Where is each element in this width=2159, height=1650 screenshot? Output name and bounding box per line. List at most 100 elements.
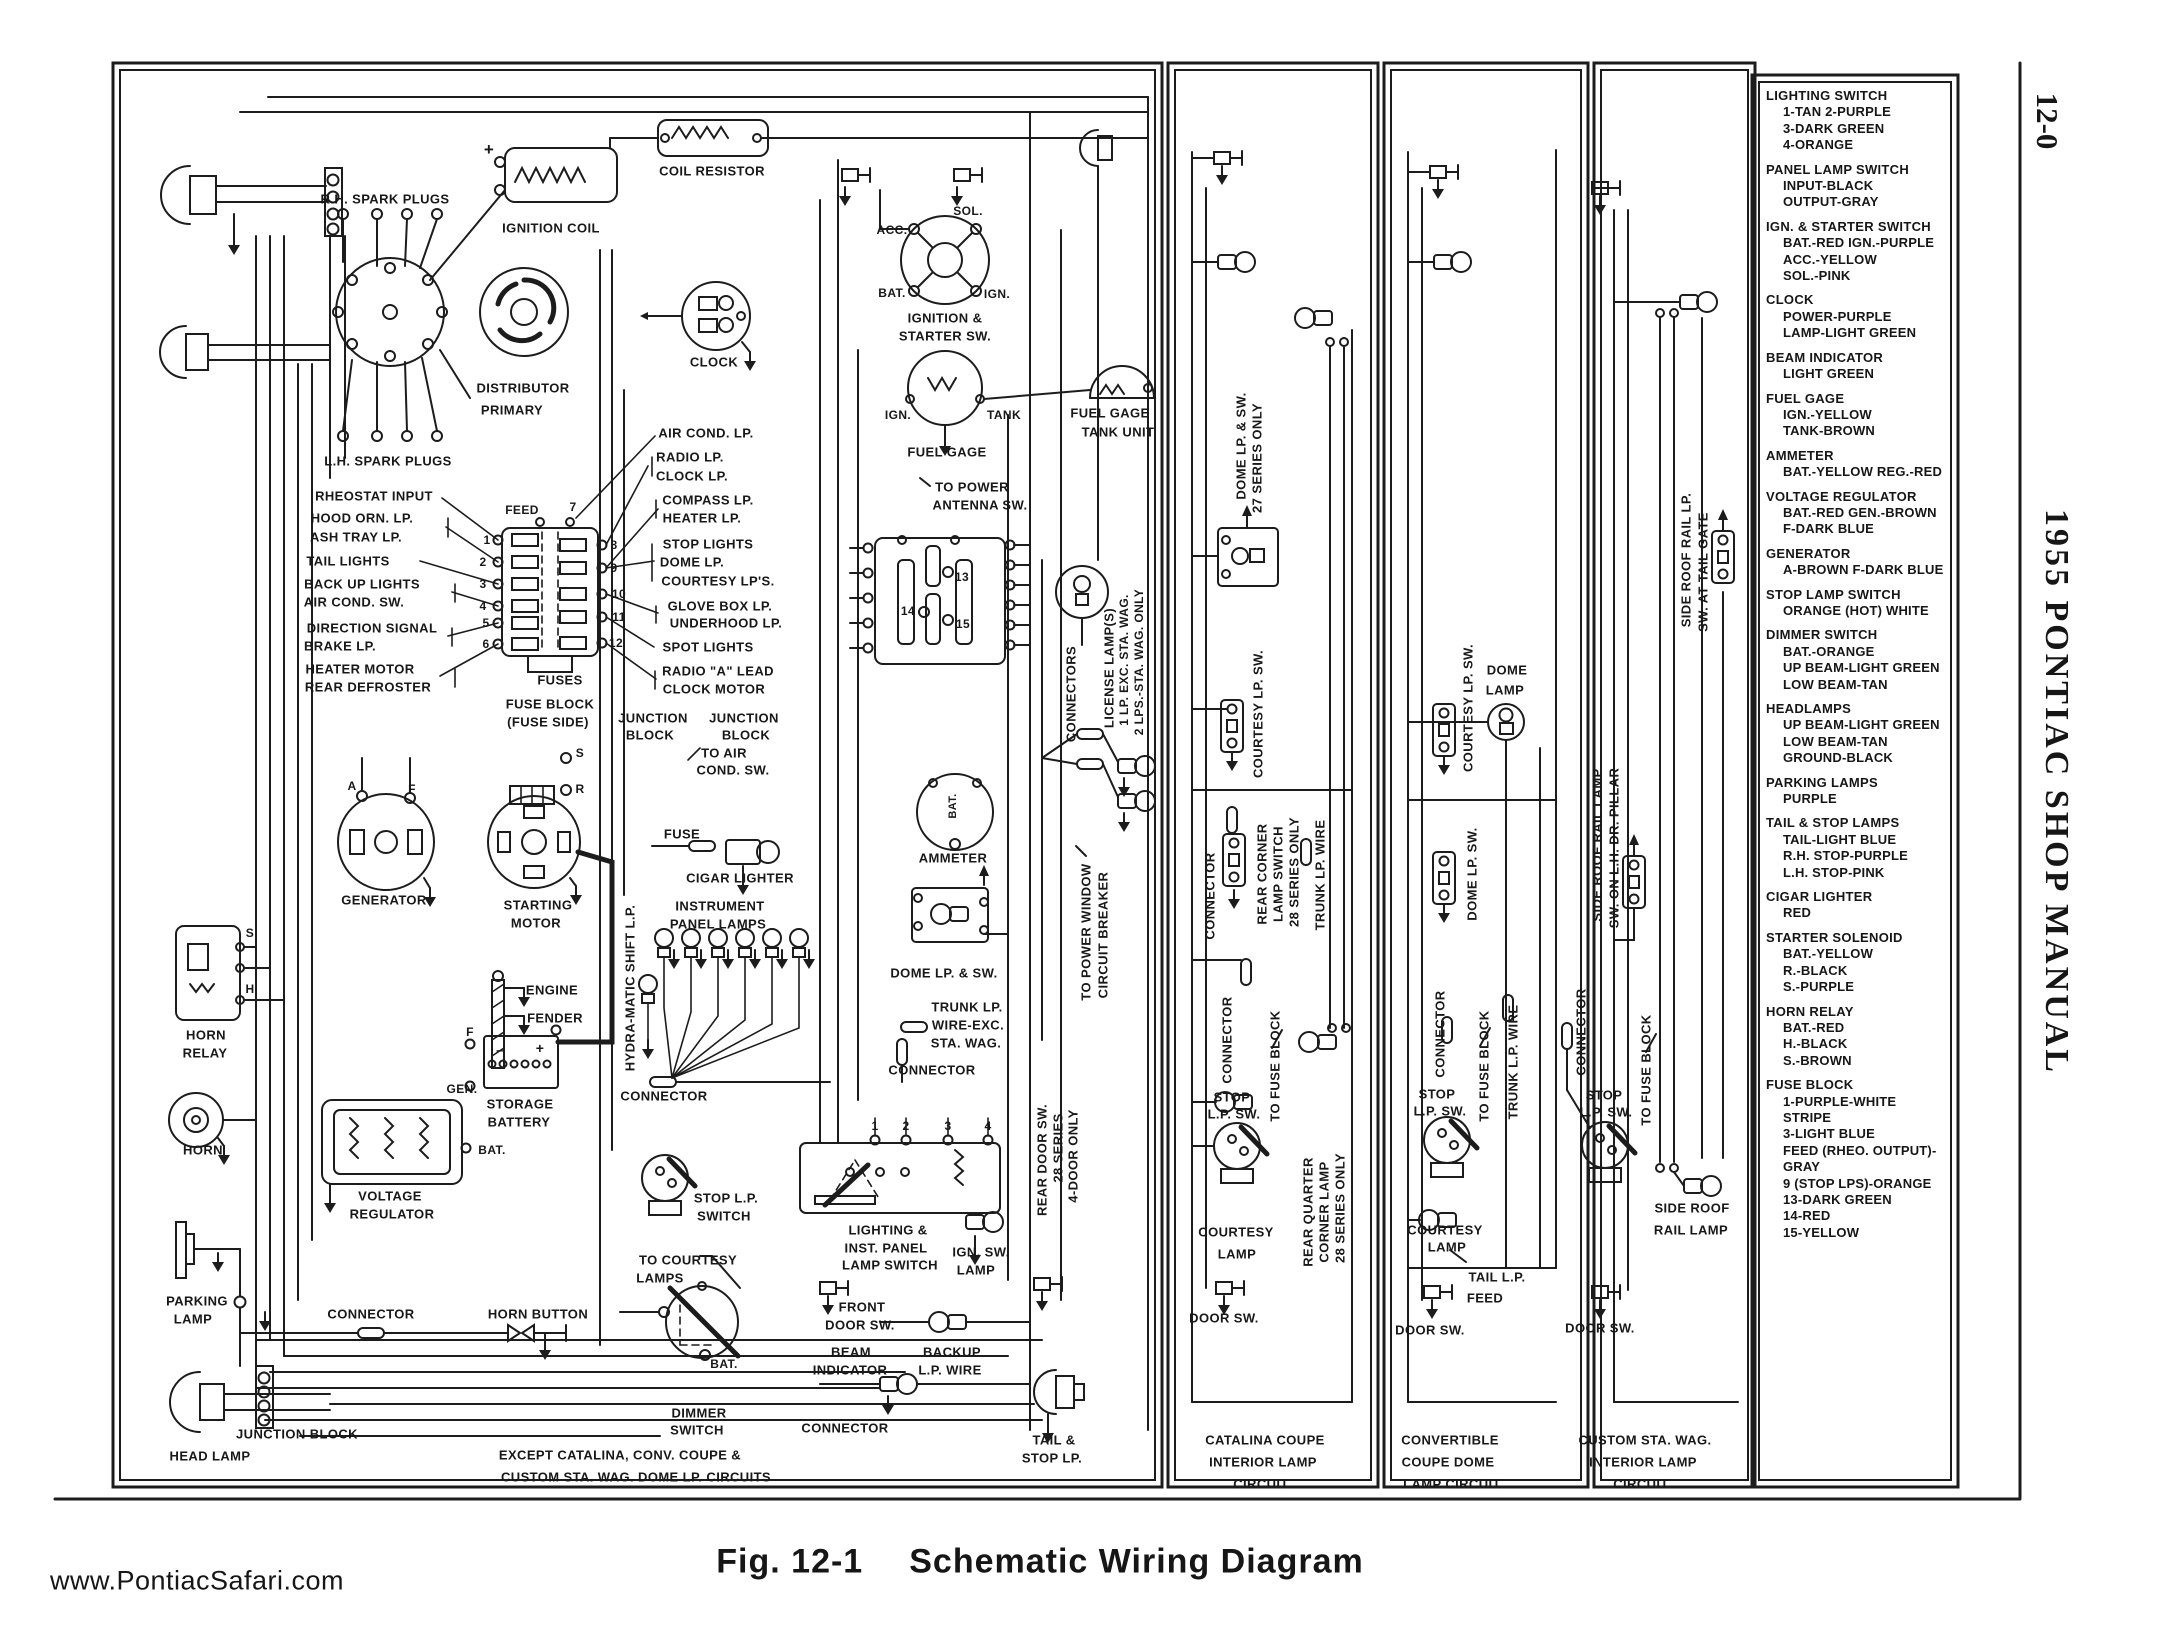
label-c2-tail-2: FEED: [1466, 1290, 1504, 1306]
label-hood-orn: HOOD ORN. LP.: [310, 510, 414, 526]
label-horn-relay-2: RELAY: [182, 1045, 228, 1061]
legend-group: PARKING LAMPS PURPLE: [1766, 775, 1948, 808]
legend-line: A-BROWN F-DARK BLUE: [1783, 562, 1944, 578]
legend-group-title: CLOCK: [1766, 292, 1814, 308]
label-c2-connector: CONNECTOR: [1432, 990, 1448, 1078]
label-vr-f: F: [466, 1025, 474, 1039]
label-gen-label: GEN.: [446, 1082, 478, 1096]
label-ash-tray: ASH TRAY LP.: [310, 529, 402, 545]
label-c1-stop-2: L.P. SW.: [1207, 1106, 1261, 1122]
label-head-lamp: HEAD LAMP: [169, 1448, 251, 1464]
label-f6: 6: [482, 637, 490, 651]
page-number: 12-0: [2030, 92, 2065, 150]
label-fender: FENDER: [527, 1010, 583, 1026]
legend-line: RED: [1783, 905, 1812, 921]
label-c1-rear-corner-2: LAMP SWITCH: [1270, 826, 1286, 922]
label-c1-to-fuse: TO FUSE BLOCK: [1267, 1010, 1283, 1122]
label-f10: 10: [611, 587, 627, 601]
label-radio-lp: RADIO LP.: [656, 449, 724, 465]
label-junction-block-a1: JUNCTION: [618, 710, 688, 726]
legend-group: IGN. & STARTER SWITCH BAT.-RED IGN.-PURP…: [1766, 219, 1948, 285]
label-ls1: 1: [871, 1119, 879, 1133]
label-to-air-cond-1: TO AIR: [701, 745, 747, 761]
legend-group: STOP LAMP SWITCH ORANGE (HOT) WHITE: [1766, 587, 1948, 620]
legend-group: AMMETER BAT.-YELLOW REG.-RED: [1766, 448, 1948, 481]
legend-line: BAT.-YELLOW: [1783, 946, 1874, 962]
label-spot-lights: SPOT LIGHTS: [662, 639, 754, 655]
legend-line: LOW BEAM-TAN: [1783, 676, 1888, 692]
legend-line: LIGHT GREEN: [1783, 366, 1875, 382]
label-c2-stop-2: L.P. SW.: [1413, 1103, 1467, 1119]
legend-line: BAT.-RED: [1783, 1019, 1845, 1035]
label-tail-lights: TAIL LIGHTS: [306, 553, 390, 569]
legend-line: BAT.-RED IGN.-PURPLE: [1783, 235, 1935, 251]
label-beam-1: BEAM: [831, 1344, 871, 1360]
label-backup-1: BACKUP: [922, 1344, 982, 1360]
legend-group-title: IGN. & STARTER SWITCH: [1766, 218, 1931, 234]
label-c2-tail-1: TAIL L.P.: [1468, 1269, 1526, 1285]
label-c2-cap-1: CONVERTIBLE: [1401, 1432, 1499, 1448]
label-backup-lights: BACK UP LIGHTS: [304, 576, 420, 592]
label-engine: ENGINE: [525, 982, 579, 998]
legend-line: IGN.-YELLOW: [1783, 406, 1872, 422]
legend-line: S.-BROWN: [1783, 1052, 1852, 1068]
legend-group-title: VOLTAGE REGULATOR: [1766, 488, 1917, 504]
figure-number: Fig. 12-1: [716, 1542, 864, 1581]
label-connector-ip: CONNECTOR: [620, 1088, 708, 1104]
label-f9: 9: [610, 561, 618, 575]
label-primary: PRIMARY: [480, 402, 544, 418]
label-c3-rail-sw-p-1: SIDE ROOF RAIL LAMP: [1589, 768, 1605, 922]
legend-line: GROUND-BLACK: [1783, 750, 1893, 766]
legend-line: F-DARK BLUE: [1783, 521, 1875, 537]
label-brake-lp: BRAKE LP.: [304, 638, 376, 654]
label-glove-box-lp: GLOVE BOX LP.: [667, 598, 773, 614]
legend-line: 14-RED: [1783, 1208, 1831, 1224]
figure-title: Schematic Wiring Diagram: [909, 1542, 1364, 1581]
label-c1-cap-1: CATALINA COUPE: [1205, 1432, 1325, 1448]
legend-line: 1-PURPLE-WHITE STRIPE: [1783, 1093, 1897, 1125]
label-sm-s: S: [575, 746, 585, 760]
label-backup-2: L.P. WIRE: [918, 1362, 982, 1378]
label-c1-cap-2: INTERIOR LAMP: [1209, 1454, 1317, 1470]
label-fuses: FUSES: [537, 672, 583, 688]
label-dimmer-2: SWITCH: [670, 1422, 724, 1438]
label-air-cond-lp: AIR COND. LP.: [658, 425, 754, 441]
label-power-window-1: TO POWER WINDOW: [1078, 863, 1094, 1001]
label-c1-rq-2: CORNER LAMP: [1316, 1161, 1332, 1263]
legend-group: BEAM INDICATOR LIGHT GREEN: [1766, 350, 1948, 383]
label-dimmer-bat: BAT.: [710, 1357, 738, 1371]
legend-line: SOL.-PINK: [1783, 268, 1851, 284]
label-f5: 5: [482, 616, 490, 630]
label-c3-rail-lamp-2: RAIL LAMP: [1653, 1222, 1729, 1238]
label-connector-bottom: CONNECTOR: [801, 1420, 889, 1436]
label-bat-minus: –: [496, 1042, 504, 1058]
label-c2-courtesy-2: LAMP: [1427, 1239, 1467, 1255]
label-vr-bat: BAT.: [478, 1143, 506, 1157]
legend-line: FEED (RHEO. OUTPUT)-GRAY: [1783, 1142, 1937, 1175]
label-to-courtesy-1: TO COURTESY: [638, 1252, 738, 1268]
label-c2-dome-lamp-1: DOME: [1486, 662, 1528, 678]
label-heater-lp: HEATER LP.: [662, 510, 742, 526]
label-rear-door-2: 28 SERIES: [1050, 1113, 1066, 1183]
label-c3-cap-1: CUSTOM STA. WAG.: [1578, 1432, 1712, 1448]
label-trunk-1: TRUNK LP.: [931, 999, 1003, 1015]
label-feed: FEED: [505, 503, 539, 517]
label-c3-stop-2: L.P. SW.: [1579, 1104, 1633, 1120]
label-hr-s: S: [245, 926, 255, 940]
label-connectors-vert: CONNECTORS: [1063, 645, 1079, 743]
label-clock-lp: CLOCK LP.: [656, 468, 728, 484]
legend-group-title: HEADLAMPS: [1766, 701, 1852, 716]
label-lighting-sw-2: INST. PANEL: [844, 1240, 928, 1256]
label-fuel-gage: FUEL GAGE: [907, 444, 987, 460]
label-bat-ign-sw: BAT.: [878, 286, 906, 300]
legend-group-title: CIGAR LIGHTER: [1766, 889, 1873, 905]
legend-group-lines: LIGHT GREEN: [1766, 366, 1948, 382]
label-c1-dome-1: DOME LP. & SW.: [1233, 392, 1249, 500]
